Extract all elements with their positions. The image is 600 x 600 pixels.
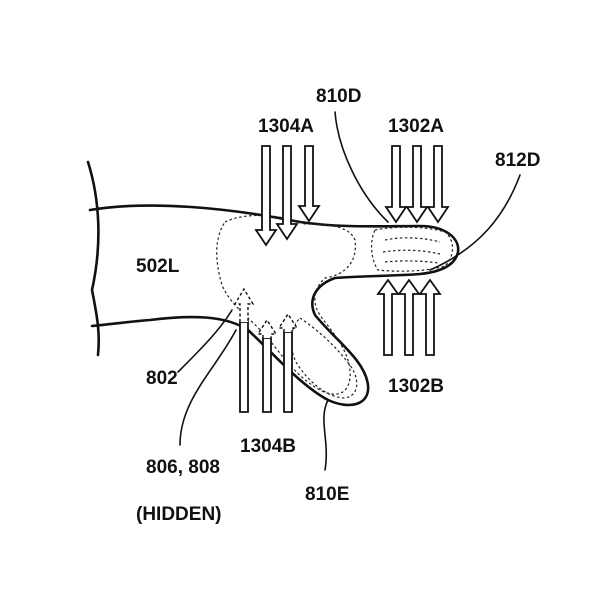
label-812d: 812D (495, 150, 540, 171)
leader-lines (177, 111, 521, 471)
force-arrows-1304b (233, 287, 299, 413)
label-810e: 810E (305, 484, 349, 505)
force-arrows-1302b (376, 278, 442, 356)
region-810d-outline (371, 226, 454, 272)
label-hidden: (HIDDEN) (136, 504, 222, 525)
label-1302a: 1302A (388, 116, 444, 137)
label-1304b: 1304B (240, 436, 296, 457)
label-806-808: 806, 808 (146, 457, 220, 478)
label-802: 802 (146, 368, 178, 389)
force-arrows-1302a (384, 145, 450, 224)
label-1304a: 1304A (258, 116, 314, 137)
glove-outline (86, 160, 460, 407)
label-502l: 502L (136, 256, 180, 277)
force-arrows-1304a (254, 145, 321, 247)
region-810e-outline (290, 317, 358, 399)
label-810d: 810D (316, 86, 361, 107)
label-1302b: 1302B (388, 376, 444, 397)
